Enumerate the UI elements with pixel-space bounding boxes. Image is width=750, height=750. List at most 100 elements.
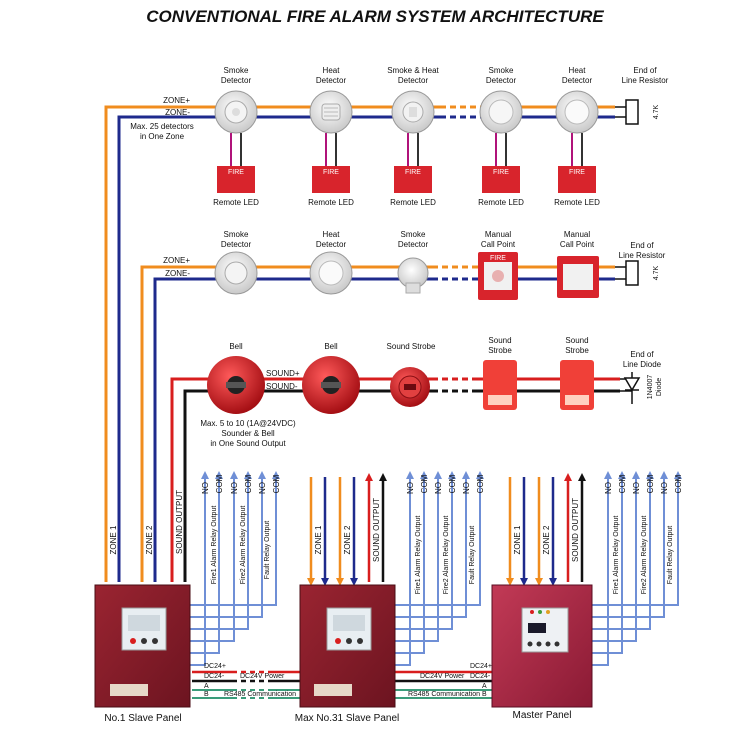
eol-label-line2: Line Resistor [619, 251, 666, 260]
terminal-com: COM [448, 474, 457, 493]
device-name-line1: Manual [564, 230, 590, 239]
sound-note-line2: Sounder & Bell [221, 429, 275, 438]
heat-detector-icon [309, 90, 353, 134]
sound-plus-label: SOUND+ [266, 369, 300, 378]
eol-value2: Diode [656, 378, 663, 396]
device-name-line2: Detector [221, 240, 252, 249]
device-name-line1: Heat [323, 66, 341, 75]
zone2-device-1: Smoke Detector [214, 230, 258, 295]
terminal-no: NO [258, 482, 267, 494]
remote-led-label: Remote LED [478, 198, 524, 207]
zone1-device-2: Heat Detector [309, 66, 353, 134]
sound-circuit: SOUND+ SOUND- Bell Bell Sound Strobe [170, 336, 663, 582]
bus-a-label: A [482, 683, 487, 690]
smoke-detector-icon [214, 90, 258, 134]
call-point-icon [557, 256, 599, 298]
device-name-line2: Detector [316, 76, 347, 85]
device-name-line1: Smoke [224, 230, 249, 239]
eol-value: 4.7K [653, 104, 660, 119]
dc24-plus-label: DC24+ [470, 663, 492, 670]
zone2-wire-label: ZONE 2 [145, 525, 154, 554]
panel-label: Max No.31 Slave Panel [295, 713, 400, 724]
zone1-wire-label: ZONE 1 [314, 525, 323, 554]
eol-label-line1: End of [630, 241, 654, 250]
smoke-heat-detector-icon [391, 90, 435, 134]
fire-tag: FIRE [490, 255, 506, 262]
fire2-relay-label: Fire2 Alarm Relay Output [240, 506, 247, 585]
strobe-icon [560, 360, 594, 410]
dc24-plus-label: DC24+ [204, 663, 226, 670]
eol-label-line1: End of [630, 350, 654, 359]
sound-output-wire-label: SOUND OUTPUT [372, 498, 381, 562]
terminal-com: COM [476, 474, 485, 493]
heat-detector-icon [309, 251, 353, 295]
zone1-note-line2: in One Zone [140, 132, 185, 141]
terminal-com: COM [215, 474, 224, 493]
dc24-minus-label: DC24- [204, 673, 225, 680]
slave1-wire-labels: ZONE 1 ZONE 2 SOUND OUTPUT [109, 490, 184, 555]
remote-led-leads [230, 133, 583, 166]
device-name-line1: Smoke [224, 66, 249, 75]
master-relay-outputs: NO COM NO COM NO COM Fire1 Alarm Relay O… [592, 471, 683, 666]
zone2-wire-label: ZONE 2 [542, 525, 551, 554]
device-name-line1: Sound Strobe [387, 342, 436, 351]
device-name-line1: Bell [229, 342, 243, 351]
power-comm-bus: DC24+ DC24- DC24V Power A B RS485 Commun… [192, 663, 494, 702]
device-name-line2: Detector [398, 76, 429, 85]
device-name-line1: Heat [323, 230, 341, 239]
zone1-plus-label: ZONE+ [163, 96, 190, 105]
fire2-relay-label: Fire2 Alarm Relay Output [443, 516, 450, 595]
sound-output-wire-label: SOUND OUTPUT [175, 490, 184, 554]
remote-led-2: FIRE Remote LED [308, 166, 354, 207]
strobe-icon [483, 360, 517, 410]
device-name-line1: Bell [324, 342, 338, 351]
zone2-device-3: Smoke Detector [397, 230, 429, 294]
smoke-detector-icon [397, 257, 429, 294]
fire2-relay-label: Fire2 Alarm Relay Output [641, 516, 648, 595]
device-name-line1: Manual [485, 230, 511, 239]
sound-note-line3: in One Sound Output [210, 439, 286, 448]
fire1-relay-label: Fire1 Alarm Relay Output [211, 506, 218, 585]
device-name-line2: Strobe [488, 346, 512, 355]
sound-minus-wire [183, 389, 620, 582]
eol-label-line2: Line Resistor [622, 76, 669, 85]
zone1-eol-resistor: End of Line Resistor 4.7K [615, 66, 669, 125]
zone1-minus-label: ZONE- [165, 108, 190, 117]
zone2-plus-label: ZONE+ [163, 256, 190, 265]
zone1-minus-wire [117, 115, 615, 582]
fire-tag: FIRE [493, 169, 509, 176]
zone2-minus-label: ZONE- [165, 269, 190, 278]
fire-tag: FIRE [569, 169, 585, 176]
eol-label-line2: Line Diode [623, 360, 662, 369]
slave-panel-31[interactable]: Max No.31 Slave Panel [295, 584, 400, 724]
terminal-com: COM [420, 474, 429, 493]
terminal-no: NO [462, 482, 471, 494]
dc24-power-label: DC24V Power [240, 673, 285, 680]
zone1-note-line1: Max. 25 detectors [130, 122, 194, 131]
slave-panel-1[interactable]: No.1 Slave Panel [94, 584, 191, 724]
bell-icon [207, 356, 265, 414]
bus-b-label: B [204, 691, 209, 698]
terminal-no: NO [201, 482, 210, 494]
sound-device-5: Sound Strobe [560, 336, 594, 410]
heat-detector-icon [555, 90, 599, 134]
fire-tag: FIRE [405, 169, 421, 176]
zone2-circuit: ZONE+ ZONE- Smoke Detector Heat Detector… [140, 230, 666, 582]
master-panel[interactable]: Master Panel [491, 584, 593, 721]
sound-output-wire-label: SOUND OUTPUT [571, 498, 580, 562]
zone1-device-4: Smoke Detector [479, 66, 523, 134]
smoke-detector-icon [479, 90, 523, 134]
sound-device-3: Sound Strobe [387, 342, 436, 407]
remote-led-label: Remote LED [308, 198, 354, 207]
zone1-device-3: Smoke & Heat Detector [387, 66, 440, 134]
device-name-line1: Smoke [401, 230, 426, 239]
zone1-wire-label: ZONE 1 [109, 525, 118, 554]
zone1-circuit: ZONE+ ZONE- Max. 25 detectors in One Zon… [104, 66, 669, 582]
fire1-relay-label: Fire1 Alarm Relay Output [613, 516, 620, 595]
page-title: CONVENTIONAL FIRE ALARM SYSTEM ARCHITECT… [146, 7, 604, 26]
device-name-line1: Smoke [489, 66, 514, 75]
device-name-line1: Smoke & Heat [387, 66, 439, 75]
resistor-icon [625, 260, 639, 286]
device-name-line2: Detector [398, 240, 429, 249]
device-name-line2: Strobe [565, 346, 589, 355]
